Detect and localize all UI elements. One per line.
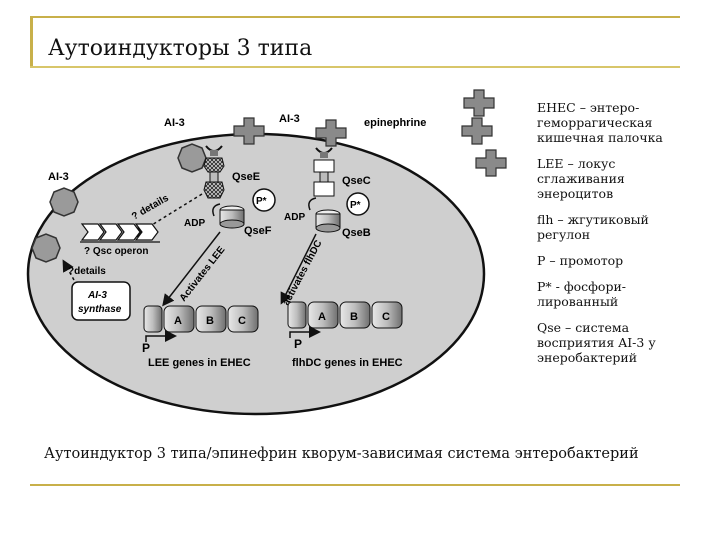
pstar-circle-2 (346, 192, 370, 216)
qsef-protein (219, 205, 245, 229)
bottom-rule (30, 484, 680, 486)
pstar-label-2: P* (350, 200, 361, 211)
pstar-circle-1 (252, 188, 276, 212)
top-rule (30, 16, 680, 18)
ai3-molecule-3 (177, 143, 207, 173)
flhdc-gene-c: C (382, 311, 390, 323)
synthase-label-line1: AI-3 (87, 290, 107, 301)
activates-flhdc-arrow (280, 233, 317, 305)
legend-item-qse: Qse – система восприятия AI-3 у энеробак… (537, 320, 656, 365)
qsee-label: QseE (232, 171, 260, 183)
epinephrine-molecules (233, 89, 507, 177)
adp-label-1: ADP (184, 218, 205, 229)
qsee-receptor (203, 145, 225, 199)
lee-promoter-arrow (145, 330, 177, 342)
flhdc-promoter-arrow (289, 326, 321, 338)
title-underline (30, 66, 680, 68)
lee-promoter-label: P (142, 341, 150, 355)
legend-item-ehec: EHEC – энтеро-геморрагическая кишечная п… (537, 100, 663, 145)
ai3-molecule-1 (49, 187, 79, 217)
qseb-protein (315, 209, 341, 233)
adp-arrow-2 (308, 197, 317, 211)
pstar-label-1: P* (256, 196, 267, 207)
ai3-molecule-2 (31, 233, 61, 263)
abbreviation-legend: EHEC – энтеро-геморрагическая кишечная п… (537, 100, 697, 376)
qsef-label: QseF (244, 225, 272, 237)
slide-caption: Аутоиндуктор 3 типа/эпинефрин кворум-зав… (44, 446, 639, 462)
adp-arrow-1 (212, 203, 221, 217)
qsc-operon-genes (80, 223, 160, 243)
legend-item-promoter: P – промотор (537, 253, 624, 268)
slide-title: Аутоиндукторы 3 типа (48, 36, 313, 61)
flhdc-genes-label: flhDC genes in EHEC (292, 357, 403, 369)
ai3-signaling-diagram: AI-3 AI-3 AI-3 epinephrine QseE QseC P* … (26, 89, 507, 416)
qsec-receptor (313, 147, 335, 197)
title-frame-bar (30, 16, 33, 68)
flhdc-promoter-label: P (294, 337, 302, 351)
lee-gene-c: C (238, 315, 246, 327)
activates-lee-arrow (162, 231, 221, 307)
epinephrine-label: epinephrine (364, 117, 426, 129)
flhdc-gene-b: B (350, 311, 358, 323)
legend-item-flh: flh – жгутиковый регулон (537, 212, 649, 242)
lee-genes-label: LEE genes in EHEC (148, 357, 251, 369)
ai3-synthase-box (71, 281, 131, 321)
legend-item-lee: LEE – локус сглаживания энероцитов (537, 156, 625, 201)
details-label-2: ?details (68, 266, 106, 277)
ai3-label-mid: AI-3 (279, 113, 300, 125)
ai3-label-left: AI-3 (48, 171, 69, 183)
lee-gene-barrels (143, 305, 259, 333)
lee-gene-b: B (206, 315, 214, 327)
adp-label-2: ADP (284, 212, 305, 223)
qseb-label: QseB (342, 227, 371, 239)
legend-item-phospho: P* - фосфори-лированный (537, 279, 627, 309)
lee-gene-a: A (174, 315, 182, 327)
synthase-label-line2: synthase (78, 304, 122, 315)
ai3-label-top: AI-3 (164, 117, 185, 129)
flhdc-gene-a: A (318, 311, 326, 323)
flhdc-gene-barrels (287, 301, 403, 329)
qsc-operon-label: ? Qsc operon (84, 246, 148, 257)
qsec-label: QseC (342, 175, 371, 187)
